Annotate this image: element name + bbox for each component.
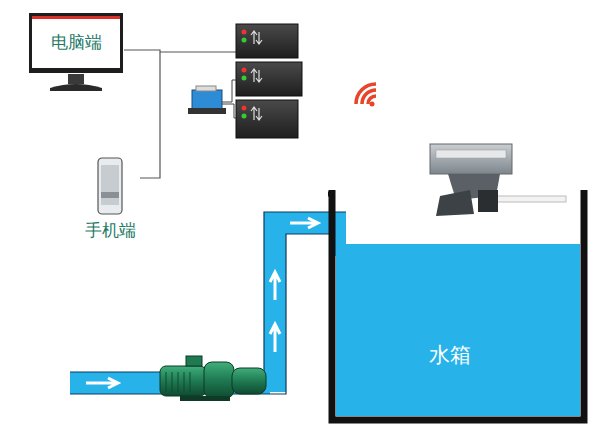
- server-rack: [236, 24, 302, 138]
- node-label: 电脑端: [51, 31, 102, 54]
- printer: [188, 80, 236, 118]
- monitor-stand: [50, 74, 102, 91]
- monitor: 电脑端: [28, 12, 124, 74]
- node-label: 手机端: [85, 219, 136, 242]
- phone: 手机端: [80, 156, 140, 244]
- water-tank: 水箱: [328, 190, 588, 424]
- level-sensor: [430, 144, 566, 216]
- network-wire: [160, 51, 236, 52]
- wifi-dot: [370, 102, 375, 107]
- water-pump: [160, 356, 266, 401]
- network-wire: [124, 50, 160, 178]
- node-label: 水箱: [429, 341, 471, 369]
- wifi-symbol: [356, 84, 376, 104]
- tank-outline: [328, 190, 588, 424]
